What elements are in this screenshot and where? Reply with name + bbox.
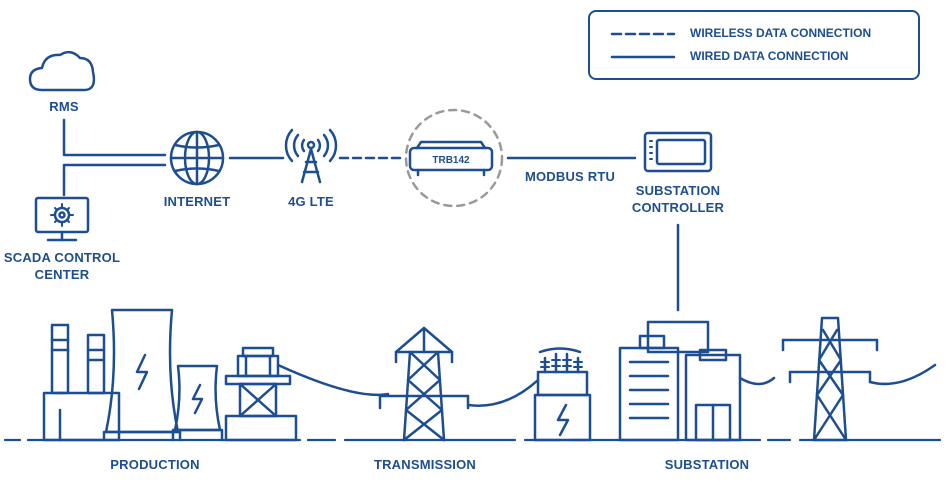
substation-illustration	[533, 316, 937, 442]
controller-device-icon	[643, 131, 713, 173]
internet-label: INTERNET	[163, 194, 231, 209]
globe-icon	[169, 130, 225, 186]
router-dashed-circle	[404, 108, 504, 208]
substation-label: SUBSTATION	[664, 457, 750, 472]
cell-tower-icon	[284, 128, 338, 184]
power-plant-illustration	[42, 308, 390, 442]
transmission-label: TRANSMISSION	[373, 457, 477, 472]
lte-label: 4G LTE	[288, 194, 334, 209]
router-device-icon	[408, 140, 494, 177]
production-label: PRODUCTION	[110, 457, 200, 472]
wired-link-scada-internet	[62, 163, 167, 197]
cloud-icon	[28, 50, 96, 92]
scada-label-line2: CENTER	[34, 267, 90, 282]
scada-monitor-icon	[34, 196, 90, 242]
legend-wired-label: WIRED DATA CONNECTION	[690, 49, 849, 63]
transmission-tower-illustration	[378, 326, 540, 442]
modbus-label: MODBUS RTU	[524, 169, 616, 184]
wired-link-rms-internet	[62, 118, 167, 157]
legend-box	[588, 10, 920, 80]
controller-label-line1: SUBSTATION	[635, 183, 721, 198]
legend-wireless-label: WIRELESS DATA CONNECTION	[690, 26, 872, 40]
rms-label: RMS	[49, 99, 79, 114]
controller-label-line2: CONTROLLER	[631, 200, 725, 215]
scada-label-line1: SCADA CONTROL	[3, 250, 121, 265]
